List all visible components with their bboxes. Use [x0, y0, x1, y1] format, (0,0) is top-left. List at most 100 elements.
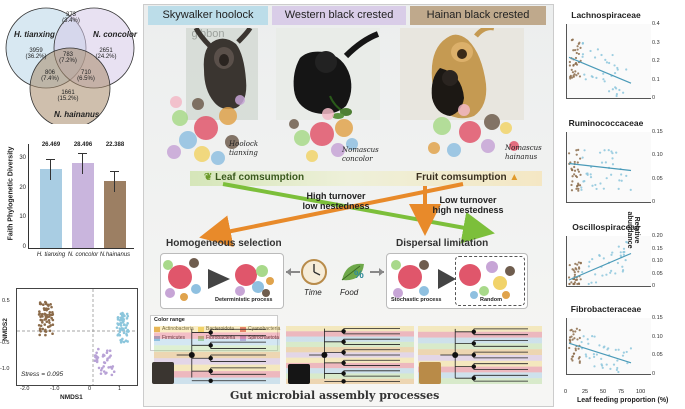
nmds-point-tianxing [121, 311, 124, 315]
abundance-point [622, 351, 625, 354]
nmds-point-tianxing [126, 322, 129, 325]
nmds-point-tianxing [121, 337, 124, 341]
abundance-point [577, 187, 580, 190]
process-bubble [398, 265, 422, 289]
nmds-point-concolor [99, 372, 103, 375]
nmds-point-hainanus [51, 313, 54, 317]
nmds-point-tianxing [125, 324, 128, 327]
abundance-point [579, 173, 582, 176]
abundance-point [587, 342, 590, 345]
abundance-point [591, 335, 594, 338]
legend-swatch [198, 336, 204, 341]
abundance-point [577, 261, 580, 264]
time-food-icons: % [286, 259, 384, 285]
abundance-point [576, 45, 579, 48]
abundance-point [572, 74, 575, 77]
abundance-point [573, 173, 576, 176]
abundance-point [571, 180, 574, 183]
tree-node [452, 352, 459, 358]
color-range-title: Color range [154, 317, 185, 323]
abundance-xtick: 50 [600, 389, 607, 395]
abundance-ytick: 0 [652, 283, 656, 289]
abundance-point [609, 367, 612, 370]
tree-node [341, 371, 346, 376]
abundance-point [579, 157, 582, 160]
venn-label-hainanus: N. hainanus [54, 110, 100, 119]
thumb-hoolock [152, 362, 174, 384]
nmds-ytick-1: 0.5 [2, 298, 10, 304]
abundance-point [592, 353, 596, 356]
abundance-ytick: 0.05 [652, 352, 663, 359]
microbe-bubble [447, 143, 461, 157]
faith-ylabel: Faith Phylogenetic Diversity [7, 146, 15, 241]
nmds-point-tianxing [126, 314, 130, 318]
abundance-point [570, 281, 573, 284]
gibbon-bubble-clusters [167, 95, 519, 165]
faith-errorbar-cap [110, 171, 119, 173]
abundance-point [619, 254, 622, 257]
microbe-bubble [484, 114, 500, 130]
bottom-title: Gut microbial assembly processes [230, 389, 440, 402]
abundance-point [576, 338, 579, 341]
abundance-point [604, 58, 607, 61]
fruit-icon: ▲ [509, 172, 520, 183]
abundance-point [603, 80, 606, 83]
process-bubbles [163, 258, 515, 301]
abundance-point [576, 263, 579, 266]
nmds-point-concolor [109, 365, 112, 369]
nmds-point-concolor [106, 358, 109, 362]
microbe-bubble [289, 119, 299, 129]
abundance-point [594, 281, 598, 284]
abundance-scatter [567, 148, 632, 192]
nmds-point-hainanus [50, 305, 53, 309]
nmds-point-tianxing [115, 326, 119, 329]
abundance-point [568, 346, 571, 350]
abundance-point [611, 157, 614, 160]
abundance-point [580, 186, 583, 189]
process-cone [438, 269, 456, 289]
abundance-point [568, 338, 571, 341]
fruit-consumption-label: Fruit comsumption ▲ [416, 172, 520, 183]
nmds-point-tianxing [125, 333, 129, 337]
abundance-point [615, 94, 618, 98]
microbe-bubble [500, 122, 512, 134]
nmds-point-concolor [106, 349, 109, 352]
relative-abundance-label: Relative abundance [626, 211, 640, 249]
hainanus-gibbon-image [431, 28, 494, 119]
nmds-point-tianxing [116, 322, 119, 325]
abundance-point [577, 347, 580, 350]
venn-region-hainanus: 1661(15.2%) [57, 90, 79, 102]
nmds-point-hainanus [47, 304, 50, 307]
abundance-point [585, 355, 588, 358]
nmds-point-hainanus [41, 303, 45, 306]
microbe-bubble [458, 104, 470, 116]
abundance-point [575, 74, 578, 77]
abundance-point [578, 75, 582, 78]
abundance-point [575, 51, 578, 55]
faith-bar [72, 163, 94, 248]
svg-text:%: % [354, 269, 364, 281]
faith-bar [40, 169, 62, 248]
nmds-point-concolor [102, 365, 105, 368]
tree-node [471, 376, 476, 381]
process-bubble [180, 293, 188, 301]
nmds-scatter [17, 289, 137, 385]
tree-node [341, 339, 346, 345]
abundance-scatter [568, 327, 633, 374]
nmds-point-hainanus [43, 323, 47, 326]
venn-label-tianxing: H. tianxing [14, 30, 55, 39]
abundance-point [589, 49, 592, 53]
abundance-ytick: 0.20 [652, 233, 663, 239]
abundance-point [575, 149, 578, 152]
nmds-point-concolor [97, 347, 100, 351]
dispersal-limitation-title: Dispersal limitation [396, 238, 489, 249]
abundance-point [568, 263, 571, 267]
abundance-scatter [568, 38, 632, 98]
abundance-xtick: 0 [564, 389, 568, 395]
abundance-point [618, 179, 621, 182]
nmds-point-hainanus [38, 301, 42, 304]
abundance-ytick: 0 [652, 371, 656, 377]
abundance-point [578, 41, 581, 44]
